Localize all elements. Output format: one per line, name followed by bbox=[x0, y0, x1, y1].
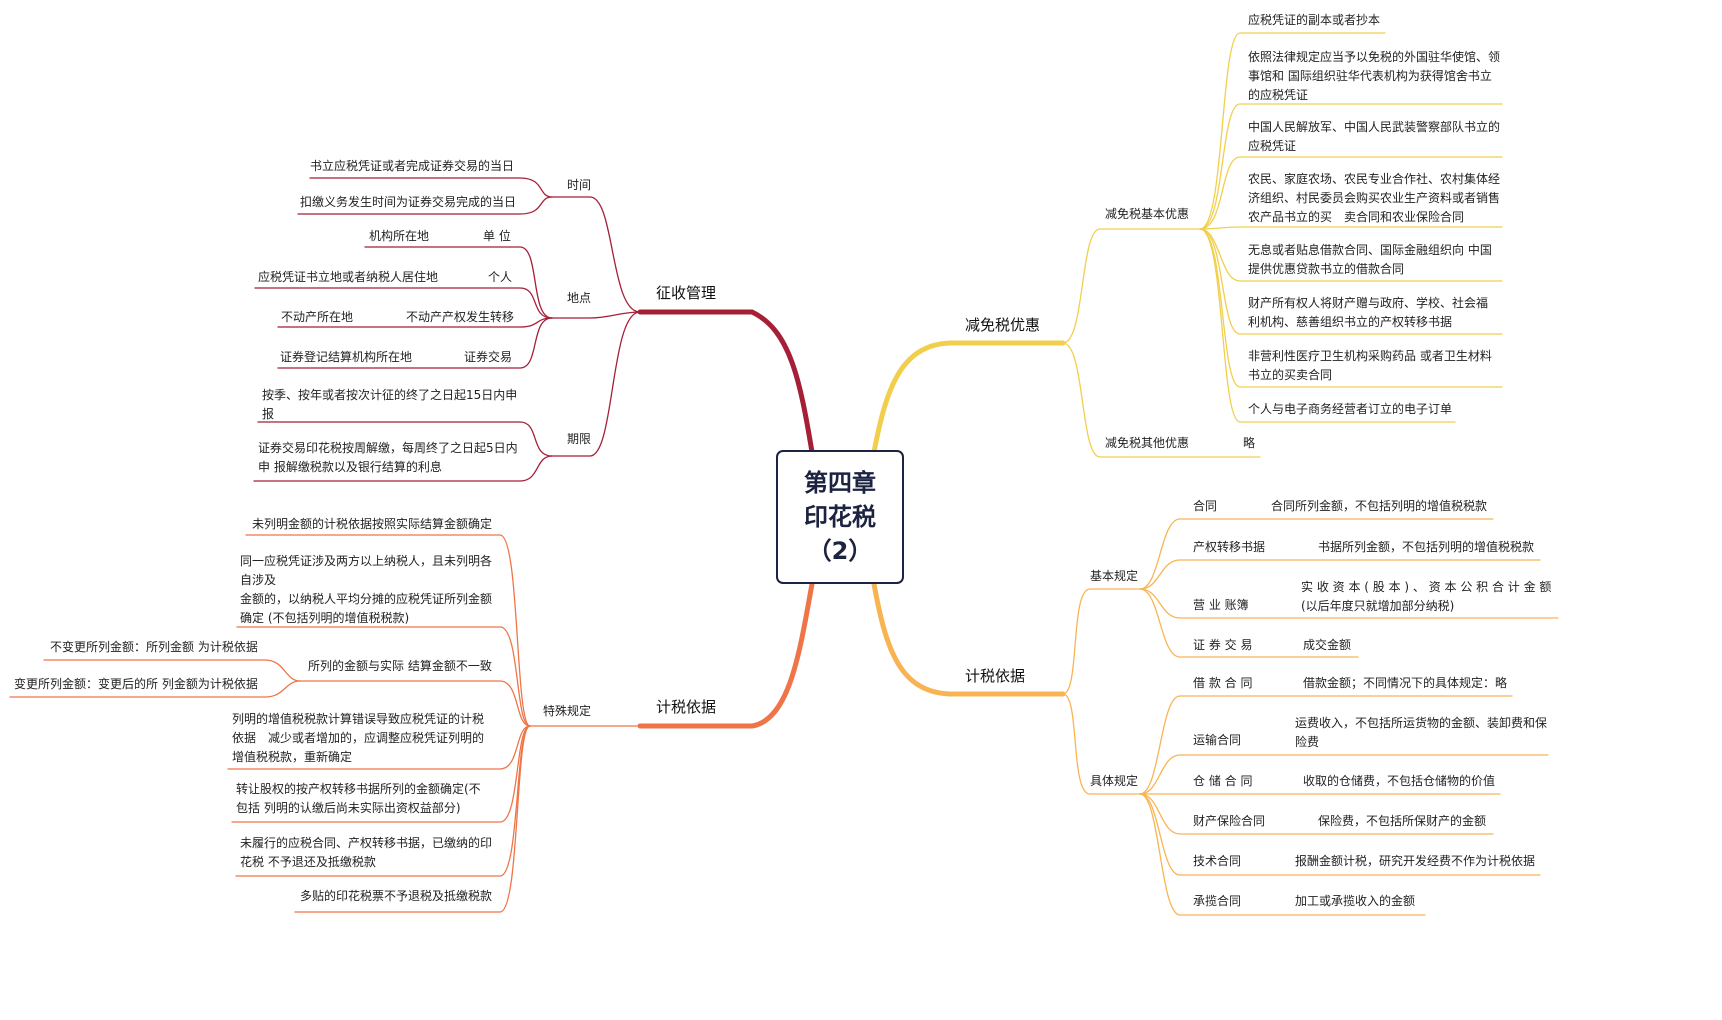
node-jianmian-item[interactable]: 农民、家庭农场、农民专业合作社、农村集体经济组织、村民委员会购买农业生产资料或者… bbox=[1248, 172, 1501, 224]
node-jianmian-item[interactable]: 个人与电子商务经营者订立的电子订单 bbox=[1248, 402, 1453, 416]
node-jianmian-basic[interactable]: 减免税基本优惠 bbox=[1105, 207, 1190, 221]
node-basic-name[interactable]: 证 券 交 易 bbox=[1193, 638, 1253, 652]
node-teshu-item[interactable]: 多贴的印花税票不予退税及抵缴税款 bbox=[300, 889, 493, 903]
node-didian-value[interactable]: 应税凭证书立地或者纳税人居住地 bbox=[258, 270, 439, 284]
node-didian-value[interactable]: 证券登记结算机构所在地 bbox=[280, 350, 413, 364]
node-specific-desc[interactable]: 保险费，不包括所保财产的金额 bbox=[1318, 814, 1487, 828]
node-qixian[interactable]: 期限 bbox=[567, 432, 592, 446]
node-didian-value[interactable]: 机构所在地 bbox=[369, 229, 430, 243]
node-jianmian-item[interactable]: 财产所有权人将财产赠与政府、学校、社会福 利机构、慈善组织书立的产权转移书据 bbox=[1248, 296, 1489, 329]
node-basic-desc[interactable]: 实 收 资 本 ( 股 本 ) 、 资 本 公 积 合 计 金 额 (以后年度只… bbox=[1301, 580, 1552, 613]
node-didian[interactable]: 地点 bbox=[567, 291, 592, 305]
topic-zhengshou-guanli[interactable]: 征收管理 bbox=[656, 284, 717, 302]
node-specific-name[interactable]: 财产保险合同 bbox=[1193, 814, 1266, 828]
branch-jianmian-link bbox=[871, 340, 1066, 455]
node-specific-name[interactable]: 承揽合同 bbox=[1193, 894, 1242, 908]
node-jianmian-other[interactable]: 减免税其他优惠 bbox=[1105, 436, 1190, 450]
node-teshu-item[interactable]: 同一应税凭证涉及两方以上纳税人，且未列明各自涉及 金额的，以纳税人平均分摊的应税… bbox=[240, 554, 493, 625]
node-shijian-item[interactable]: 书立应税凭证或者完成证券交易的当日 bbox=[310, 159, 515, 173]
node-jianmian-item[interactable]: 中国人民解放军、中国人民武装警察部队书立的应税凭证 bbox=[1248, 120, 1501, 153]
node-didian-key[interactable]: 个人 bbox=[488, 270, 513, 284]
node-specific-name[interactable]: 技术合同 bbox=[1193, 854, 1242, 868]
topic-jianmian-youhui[interactable]: 减免税优惠 bbox=[965, 316, 1041, 334]
branch-jisui-right-link bbox=[871, 581, 1066, 697]
node-teshu-guiding[interactable]: 特殊规定 bbox=[543, 704, 592, 718]
node-diff-item[interactable]: 不变更所列金额：所列金额 为计税依据 bbox=[50, 640, 258, 654]
branch-zhengshou-link bbox=[637, 309, 815, 455]
node-specific-desc[interactable]: 运费收入，不包括所运货物的金额、装卸费和保险费 bbox=[1295, 716, 1548, 749]
node-jianmian-item[interactable]: 应税凭证的副本或者抄本 bbox=[1248, 13, 1381, 27]
node-basic-name[interactable]: 产权转移书据 bbox=[1193, 540, 1266, 554]
node-jiben-guiding[interactable]: 基本规定 bbox=[1090, 569, 1139, 583]
node-didian-key[interactable]: 证券交易 bbox=[464, 350, 513, 364]
node-specific-name[interactable]: 借 款 合 同 bbox=[1193, 676, 1253, 690]
node-didian-value[interactable]: 不动产所在地 bbox=[281, 310, 354, 324]
node-teshu-diff[interactable]: 所列的金额与实际 结算金额不一致 bbox=[308, 659, 492, 673]
node-specific-name[interactable]: 仓 储 合 同 bbox=[1193, 774, 1253, 788]
node-teshu-item[interactable]: 未履行的应税合同、产权转移书据，已缴纳的印花税 不予退还及抵缴税款 bbox=[240, 836, 493, 869]
node-basic-name[interactable]: 合同 bbox=[1193, 499, 1218, 513]
topic-jisui-yiju-right[interactable]: 计税依据 bbox=[965, 667, 1026, 685]
node-juti-guiding[interactable]: 具体规定 bbox=[1090, 774, 1139, 788]
node-qixian-item[interactable]: 按季、按年或者按次计征的终了之日起15日内申报 bbox=[262, 388, 518, 421]
node-teshu-item[interactable]: 列明的增值税税款计算错误导致应税凭证的计税依据 减少或者增加的，应调整应税凭证列… bbox=[232, 712, 485, 764]
node-didian-key[interactable]: 不动产产权发生转移 bbox=[406, 310, 515, 324]
node-basic-name[interactable]: 营 业 账簿 bbox=[1193, 598, 1249, 612]
node-specific-desc[interactable]: 报酬金额计税，研究开发经费不作为计税依据 bbox=[1295, 854, 1536, 868]
node-specific-desc[interactable]: 收取的仓储费，不包括仓储物的价值 bbox=[1303, 774, 1496, 788]
node-shijian-item[interactable]: 扣缴义务发生时间为证券交易完成的当日 bbox=[300, 195, 517, 209]
center-topic[interactable]: 第四章 印花税 （2） bbox=[776, 450, 904, 584]
node-teshu-item[interactable]: 转让股权的按产权转移书据所列的金额确定(不包括 列明的认缴后尚未实际出资权益部分… bbox=[236, 782, 481, 815]
node-specific-desc[interactable]: 借款金额；不同情况下的具体规定：略 bbox=[1303, 676, 1508, 690]
topic-jisui-yiju-left[interactable]: 计税依据 bbox=[656, 698, 717, 716]
branch-jisui-left-link bbox=[637, 581, 815, 729]
center-title-line1: 第四章 bbox=[804, 469, 876, 497]
node-jianmian-other-value[interactable]: 略 bbox=[1243, 436, 1256, 450]
node-jianmian-item[interactable]: 依照法律规定应当予以免税的外国驻华使馆、领事馆和 国际组织驻华代表机构为获得馆舍… bbox=[1248, 50, 1501, 102]
node-qixian-item[interactable]: 证券交易印花税按周解缴，每周终了之日起5日内申 报解缴税款以及银行结算的利息 bbox=[258, 441, 518, 474]
node-basic-desc[interactable]: 书据所列金额，不包括列明的增值税税款 bbox=[1318, 540, 1535, 554]
node-basic-desc[interactable]: 合同所列金额，不包括列明的增值税税款 bbox=[1271, 499, 1488, 513]
node-shijian[interactable]: 时间 bbox=[567, 178, 592, 192]
node-specific-name[interactable]: 运输合同 bbox=[1193, 733, 1242, 747]
node-didian-key[interactable]: 单 位 bbox=[483, 229, 511, 243]
center-title-line2: 印花税 bbox=[804, 503, 876, 531]
node-jianmian-item[interactable]: 无息或者贴息借款合同、国际金融组织向 中国提供优惠贷款书立的借款合同 bbox=[1248, 243, 1492, 276]
node-diff-item[interactable]: 变更所列金额：变更后的所 列金额为计税依据 bbox=[14, 677, 258, 691]
node-jianmian-item[interactable]: 非营利性医疗卫生机构采购药品 或者卫生材料书立的买卖合同 bbox=[1248, 349, 1492, 382]
node-teshu-item[interactable]: 未列明金额的计税依据按照实际结算金额确定 bbox=[252, 517, 493, 531]
node-specific-desc[interactable]: 加工或承揽收入的金额 bbox=[1295, 894, 1416, 908]
node-basic-desc[interactable]: 成交金额 bbox=[1303, 638, 1352, 652]
center-title-line3: （2） bbox=[807, 537, 873, 565]
